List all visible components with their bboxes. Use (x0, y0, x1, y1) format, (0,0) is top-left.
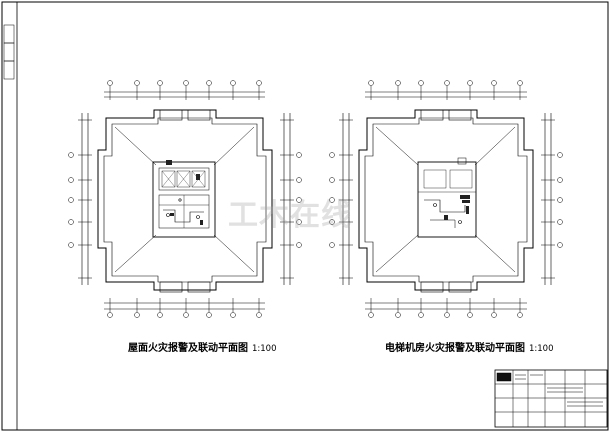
plan-left (68, 80, 302, 318)
watermark: 工木在线 (228, 198, 352, 233)
plan-right-dark-fills (444, 195, 470, 220)
drawing-scale-roof: 1:100 (252, 344, 277, 354)
binding-margin-boxes (3, 24, 15, 80)
plan-right (329, 80, 563, 318)
drawing-title-roof-text: 屋面火灾报警及联动平面图 (128, 343, 248, 354)
title-block (494, 369, 608, 428)
drawing-title-roof: 屋面火灾报警及联动平面图 1:100 (128, 339, 277, 354)
plan-left-dark-fills (166, 160, 203, 225)
drawing-title-elevator-text: 电梯机房火灾报警及联动平面图 (385, 343, 525, 354)
drawing-scale-elevator: 1:100 (529, 344, 554, 354)
drawing-title-elevator-room: 电梯机房火灾报警及联动平面图 1:100 (385, 339, 554, 354)
